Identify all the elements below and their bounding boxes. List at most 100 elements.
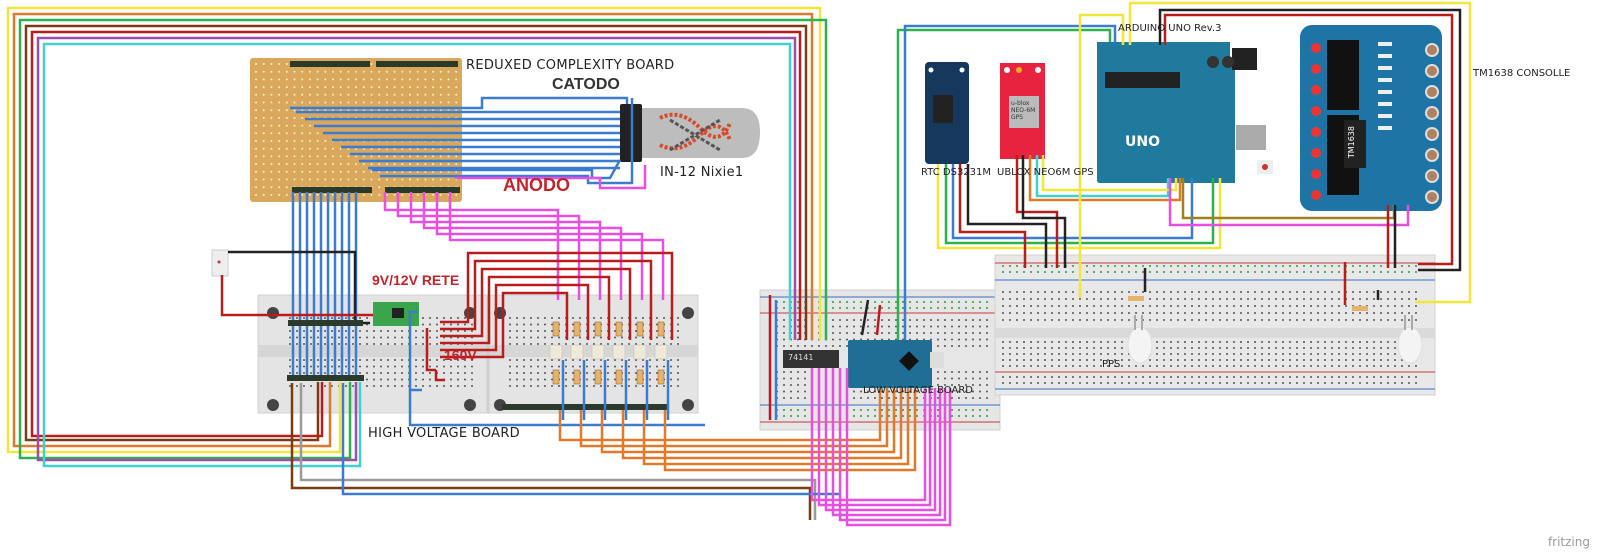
hole: [262, 140, 265, 142]
hole: [387, 359, 389, 361]
hole: [881, 397, 883, 399]
hole: [308, 93, 311, 96]
hole: [1324, 305, 1326, 307]
hole: [1156, 298, 1158, 300]
hole: [509, 336, 511, 339]
hole: [362, 70, 365, 73]
hole: [1170, 271, 1172, 273]
hole: [1254, 271, 1256, 273]
hole: [1408, 271, 1410, 273]
hole: [1093, 376, 1095, 378]
hole: [1303, 359, 1305, 361]
smd-part: [1378, 54, 1392, 58]
hole: [1009, 382, 1011, 384]
hole: [1394, 271, 1396, 273]
hole: [394, 330, 396, 332]
hole: [1233, 291, 1235, 293]
hole: [447, 93, 450, 96]
hole: [846, 307, 848, 309]
hole: [324, 385, 326, 387]
hole: [656, 330, 658, 332]
hole: [797, 384, 799, 386]
hole: [1331, 298, 1333, 300]
hole: [1303, 376, 1305, 378]
hole: [409, 93, 411, 96]
hole: [537, 343, 539, 345]
hole: [1282, 305, 1284, 307]
hole: [656, 378, 658, 381]
hole: [1072, 298, 1074, 300]
hole: [1254, 341, 1256, 343]
hole: [373, 359, 375, 361]
hole: [262, 132, 265, 135]
hole: [572, 336, 574, 339]
gps-wire: [1028, 155, 1182, 202]
hole: [362, 78, 365, 81]
hole: [355, 163, 358, 166]
hole: [262, 86, 265, 89]
hole: [1072, 271, 1074, 273]
hole: [1247, 341, 1249, 343]
hole: [944, 377, 946, 380]
hole: [951, 371, 953, 373]
hole: [370, 86, 373, 89]
hole: [909, 307, 911, 309]
hole: [339, 178, 342, 181]
hole: [385, 93, 388, 96]
hole: [1345, 359, 1347, 361]
hole: [832, 319, 834, 321]
hole: [439, 109, 442, 112]
hole: [1142, 271, 1144, 273]
hole: [818, 345, 820, 347]
hole: [301, 170, 304, 173]
hole: [416, 193, 419, 196]
hole: [783, 345, 785, 347]
hole: [593, 323, 595, 326]
hole: [1128, 382, 1130, 384]
hole: [1093, 353, 1095, 355]
hole: [370, 101, 373, 104]
hole: [387, 378, 389, 381]
hole: [951, 345, 953, 347]
hole: [1016, 382, 1018, 384]
hole: [1135, 291, 1137, 293]
anode-driver-wire: [396, 192, 581, 300]
hole: [432, 101, 435, 104]
hole: [860, 415, 862, 417]
nixie-tube: [620, 104, 760, 162]
hv-anode-wire: [440, 283, 590, 352]
hole: [1261, 291, 1263, 293]
hole: [1065, 382, 1067, 384]
hole: [270, 132, 273, 135]
hole: [1338, 382, 1340, 384]
hole: [378, 109, 381, 112]
hole: [1086, 312, 1088, 314]
hole: [1093, 365, 1095, 367]
hole: [262, 178, 265, 181]
hole: [614, 385, 616, 387]
hole: [1065, 341, 1067, 343]
hole: [347, 163, 350, 166]
hole: [345, 372, 347, 374]
hole: [1044, 347, 1046, 349]
hole: [278, 186, 281, 189]
hole: [1114, 319, 1116, 321]
hole: [958, 415, 960, 417]
hole: [1380, 312, 1382, 314]
hole: [656, 385, 658, 387]
hole: [373, 343, 375, 345]
hole: [523, 323, 525, 326]
hole: [874, 415, 876, 417]
hole: [1128, 291, 1130, 293]
hole: [401, 193, 404, 196]
hole: [1401, 298, 1403, 300]
hole: [1114, 376, 1116, 378]
hole: [1072, 265, 1074, 267]
hole: [457, 365, 459, 368]
hole: [355, 178, 358, 181]
hole: [1044, 291, 1046, 293]
hole: [1317, 365, 1319, 367]
hole: [293, 163, 296, 166]
hole: [262, 186, 265, 189]
hole: [790, 415, 792, 417]
